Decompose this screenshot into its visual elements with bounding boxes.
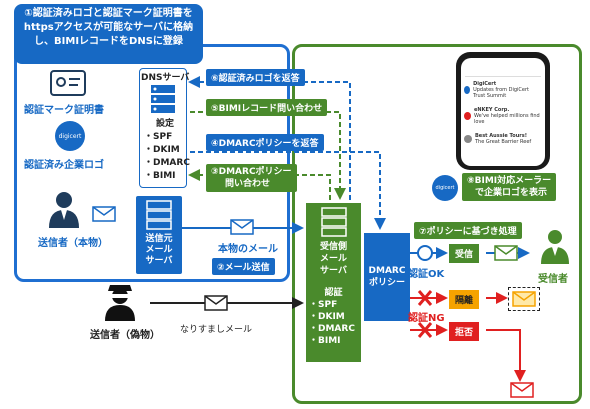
step8-line: ⑧BIMI対応メーラー bbox=[467, 176, 552, 186]
server-icon bbox=[146, 200, 172, 230]
step7-label: ⑦ポリシーに基づき処理 bbox=[414, 222, 522, 239]
step5-label: ⑤BIMIレコード問い合わせ bbox=[206, 99, 328, 116]
dns-item: ・BIMI bbox=[144, 171, 176, 181]
sender-person-icon bbox=[49, 192, 79, 228]
server-label: サーバ bbox=[145, 256, 173, 266]
sending-mail-server: 送信元 メール サーバ bbox=[136, 196, 182, 274]
quarantine-folder bbox=[508, 287, 540, 311]
digicert-logo: digicert bbox=[55, 121, 85, 151]
step4-label: ④DMARCポリシーを返答 bbox=[206, 134, 324, 151]
spoof-mail-label: なりすましメール bbox=[180, 325, 253, 335]
sender-logo-icon bbox=[464, 135, 472, 143]
auth-ok-label: 認証OK bbox=[408, 269, 445, 280]
receive-badge: 受信 bbox=[449, 244, 480, 263]
mail-icon bbox=[494, 245, 518, 261]
auth-item: ・BIMI bbox=[309, 336, 341, 346]
mail-list-item: eNKEY Corp.We've helped millions find lo… bbox=[461, 103, 545, 129]
dns-item: ・DKIM bbox=[144, 145, 180, 155]
sender-logo-icon bbox=[464, 112, 471, 120]
step1-banner: ①認証済みロゴと認証マーク証明書を httpsアクセスが可能なサーバに格納 し、… bbox=[14, 4, 203, 64]
step3-label: ③DMARCポリシー 問い合わせ bbox=[206, 164, 297, 192]
impersonator-icon bbox=[105, 285, 135, 321]
auth-item: ・DMARC bbox=[309, 324, 355, 334]
reject-badge: 拒否 bbox=[449, 322, 480, 341]
receiving-mail-server: 受信側 メール サーバ 認証 ・SPF ・DKIM ・DMARC ・BIMI bbox=[306, 203, 361, 362]
mail-icon bbox=[230, 219, 254, 235]
sender-label: 送信者（本物） bbox=[38, 238, 108, 249]
dns-item: ・SPF bbox=[144, 132, 173, 142]
auth-ng-label: 認証NG bbox=[408, 313, 445, 324]
mail-sender: Best Aussie Tours! bbox=[475, 133, 527, 139]
auth-item: ・DKIM bbox=[309, 312, 345, 322]
banner-line-2: httpsアクセスが可能なサーバに格納 bbox=[23, 22, 194, 33]
step8-label: ⑧BIMI対応メーラー で企業ロゴを表示 bbox=[462, 173, 557, 201]
certificate-icon bbox=[50, 70, 86, 96]
step2-label: ②メール送信 bbox=[212, 258, 275, 275]
dns-item: ・DMARC bbox=[144, 158, 190, 168]
dmarc-label: ポリシー bbox=[368, 278, 405, 288]
mail-subject: We've helped millions find love bbox=[474, 113, 540, 125]
banner-line-3: し、BIMIレコードをDNSに登録 bbox=[34, 36, 183, 47]
mail-icon bbox=[512, 291, 536, 307]
server-label: 受信側 bbox=[319, 242, 347, 252]
recipient-person-icon bbox=[541, 230, 569, 264]
sender-logo-icon bbox=[464, 86, 471, 94]
step3-line: ③DMARCポリシー bbox=[211, 167, 292, 177]
server-label: メール bbox=[319, 254, 347, 264]
server-icon bbox=[151, 85, 175, 113]
server-label: メール bbox=[145, 245, 173, 255]
cert-label: 認証マーク証明書 bbox=[24, 105, 104, 116]
step6-label: ⑥認証済みロゴを返答 bbox=[206, 69, 305, 86]
dmarc-policy-box: DMARC ポリシー bbox=[364, 233, 410, 321]
dns-title: DNSサーバ bbox=[141, 73, 190, 83]
phone-search-bar bbox=[465, 62, 541, 77]
genuine-mail-label: 本物のメール bbox=[218, 244, 278, 255]
recipient-label: 受信者 bbox=[538, 274, 568, 285]
mail-icon bbox=[204, 295, 228, 311]
server-label: サーバ bbox=[320, 266, 347, 276]
mail-icon bbox=[510, 382, 534, 398]
step8-line: で企業ロゴを表示 bbox=[475, 188, 548, 198]
mail-sender: DigiCert bbox=[473, 81, 497, 87]
logo-label: 認証済み企業ロゴ bbox=[24, 160, 104, 171]
server-icon bbox=[320, 207, 347, 237]
logo-text: digicert bbox=[58, 132, 82, 140]
quarantine-badge: 隔離 bbox=[449, 290, 480, 309]
banner-line-1: ①認証済みロゴと認証マーク証明書を bbox=[24, 8, 193, 19]
mail-list-item: Best Aussie Tours!The Great Barrier Reef bbox=[461, 129, 545, 149]
auth-title: 認証 bbox=[324, 288, 343, 298]
mail-subject: Updates from DigiCert Trust Summit bbox=[473, 87, 529, 99]
logo-text: digicert bbox=[435, 185, 455, 191]
server-label: 送信元 bbox=[145, 234, 173, 244]
dns-settings-list: 設定 ・SPF ・DKIM ・DMARC ・BIMI bbox=[144, 118, 190, 183]
mail-icon bbox=[92, 206, 116, 222]
auth-item: ・SPF bbox=[309, 300, 338, 310]
mail-sender: eNKEY Corp. bbox=[474, 107, 510, 113]
mail-subject: The Great Barrier Reef bbox=[475, 139, 532, 145]
impersonator-label: 送信者（偽物） bbox=[90, 330, 160, 341]
dns-item: 設定 bbox=[156, 119, 175, 129]
dmarc-label: DMARC bbox=[368, 266, 406, 276]
digicert-logo: digicert bbox=[432, 175, 458, 201]
step3-line: 問い合わせ bbox=[225, 179, 271, 189]
